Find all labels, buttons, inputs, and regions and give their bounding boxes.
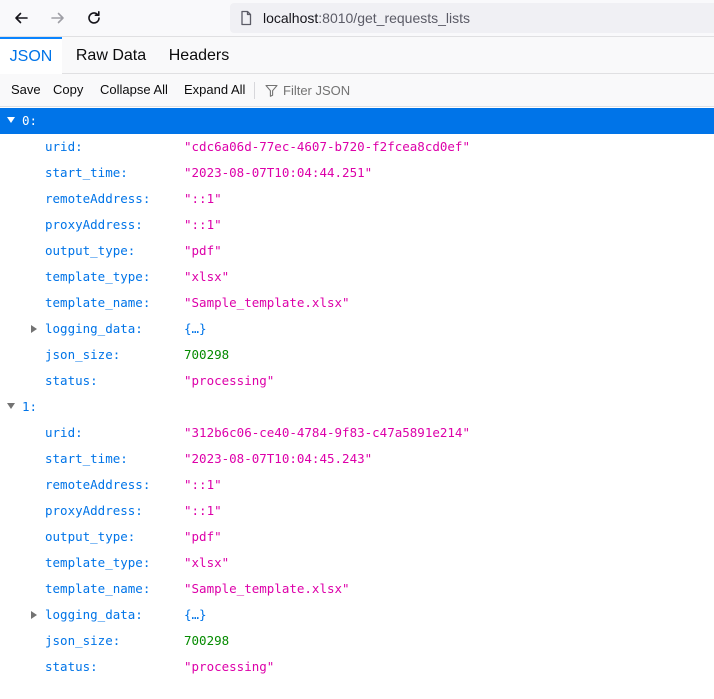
expand-toggle-icon[interactable] [7, 403, 15, 409]
field-value: "pdf" [184, 529, 222, 544]
tree-row-field[interactable]: template_type: "xlsx" [0, 550, 714, 576]
field-value: 700298 [184, 347, 230, 362]
tree-row-field[interactable]: logging_data: {…} [0, 602, 714, 628]
field-key: output_type: [45, 529, 136, 544]
tree-row-field[interactable]: status: "processing" [0, 654, 714, 680]
field-key: remoteAddress: [45, 477, 151, 492]
field-key: logging_data: [45, 607, 143, 622]
save-button[interactable]: Save [11, 82, 41, 97]
field-value: "xlsx" [184, 555, 230, 570]
field-key: proxyAddress: [45, 503, 143, 518]
field-key: output_type: [45, 243, 136, 258]
tree-row-field[interactable]: json_size: 700298 [0, 342, 714, 368]
tree-row-field[interactable]: urid: "312b6c06-ce40-4784-9f83-c47a5891e2… [0, 420, 714, 446]
field-value: "312b6c06-ce40-4784-9f83-c47a5891e214" [184, 425, 470, 440]
tree-row-field[interactable]: start_time: "2023-08-07T10:04:44.251" [0, 160, 714, 186]
arrow-right-icon [51, 12, 64, 24]
tree-row-field[interactable]: logging_data: {…} [0, 316, 714, 342]
field-value: 700298 [184, 633, 230, 648]
field-value: "pdf" [184, 243, 222, 258]
tree-row-field[interactable]: remoteAddress: "::1" [0, 472, 714, 498]
reload-button[interactable] [80, 4, 108, 32]
array-index-label: 0: [22, 113, 38, 128]
field-value: "xlsx" [184, 269, 230, 284]
expand-toggle-icon[interactable] [31, 325, 37, 333]
tree-row-field[interactable]: template_name: "Sample_template.xlsx" [0, 576, 714, 602]
field-key: template_name: [45, 295, 151, 310]
tab-headers[interactable]: Headers [168, 46, 230, 64]
field-value: "::1" [184, 191, 222, 206]
back-button[interactable] [7, 4, 35, 32]
expand-toggle-icon[interactable] [31, 611, 37, 619]
collapse-all-button[interactable]: Collapse All [100, 82, 168, 97]
json-toolbar: Save Copy Collapse All Expand All [0, 74, 714, 107]
tree-row-index[interactable]: 0: [0, 108, 714, 134]
tree-row-field[interactable]: status: "processing" [0, 368, 714, 394]
tree-row-field[interactable]: output_type: "pdf" [0, 524, 714, 550]
copy-button[interactable]: Copy [53, 82, 84, 97]
tab-raw-data[interactable]: Raw Data [75, 46, 147, 64]
tree-row-field[interactable]: remoteAddress: "::1" [0, 186, 714, 212]
array-index-label: 1: [22, 399, 38, 414]
tree-row-field[interactable]: urid: "cdc6a06d-77ec-4607-b720-f2fcea8cd0… [0, 134, 714, 160]
url-host: localhost [263, 10, 319, 26]
tab-json[interactable]: JSON [0, 37, 62, 74]
filter-icon [265, 84, 278, 97]
tree-row-field[interactable]: start_time: "2023-08-07T10:04:45.243" [0, 446, 714, 472]
field-key: urid: [45, 425, 83, 440]
tree-row-field[interactable]: output_type: "pdf" [0, 238, 714, 264]
reload-icon [88, 11, 100, 24]
field-key: start_time: [45, 165, 128, 180]
field-key: start_time: [45, 451, 128, 466]
tree-row-field[interactable]: json_size: 700298 [0, 628, 714, 654]
toolbar-divider [254, 82, 255, 99]
field-key: proxyAddress: [45, 217, 143, 232]
field-key: template_name: [45, 581, 151, 596]
url-text: localhost:8010/get_requests_lists [263, 9, 470, 27]
field-value: "processing" [184, 373, 275, 388]
page-icon [241, 10, 252, 26]
forward-button[interactable] [44, 4, 72, 32]
tree-row-field[interactable]: proxyAddress: "::1" [0, 212, 714, 238]
arrow-left-icon [15, 12, 28, 24]
field-value: "::1" [184, 503, 222, 518]
address-bar[interactable]: localhost:8010/get_requests_lists [230, 3, 714, 33]
json-tree: 0: urid: "cdc6a06d-77ec-4607-b720-f2fcea8c… [0, 107, 714, 699]
url-path: :8010/get_requests_lists [318, 10, 471, 26]
field-key: logging_data: [45, 321, 143, 336]
viewer-tabs: JSON Raw Data Headers [0, 36, 714, 74]
tree-row-index[interactable]: 1: [0, 394, 714, 420]
browser-toolbar: localhost:8010/get_requests_lists [0, 0, 714, 36]
field-value: "::1" [184, 217, 222, 232]
field-value: {…} [184, 321, 207, 336]
field-value: {…} [184, 607, 207, 622]
field-key: template_type: [45, 269, 151, 284]
tree-row-field[interactable]: proxyAddress: "::1" [0, 498, 714, 524]
field-value: "2023-08-07T10:04:45.243" [184, 451, 373, 466]
field-key: urid: [45, 139, 83, 154]
field-value: "::1" [184, 477, 222, 492]
expand-toggle-icon[interactable] [7, 117, 15, 123]
field-value: "Sample_template.xlsx" [184, 581, 350, 596]
field-key: json_size: [45, 347, 121, 362]
field-value: "cdc6a06d-77ec-4607-b720-f2fcea8cd0ef" [184, 139, 470, 154]
field-key: remoteAddress: [45, 191, 151, 206]
field-key: json_size: [45, 633, 121, 648]
field-key: status: [45, 373, 98, 388]
tree-row-field[interactable]: template_name: "Sample_template.xlsx" [0, 290, 714, 316]
field-value: "2023-08-07T10:04:44.251" [184, 165, 373, 180]
field-key: status: [45, 659, 98, 674]
field-value: "processing" [184, 659, 275, 674]
field-value: "Sample_template.xlsx" [184, 295, 350, 310]
tree-row-field[interactable]: template_type: "xlsx" [0, 264, 714, 290]
expand-all-button[interactable]: Expand All [184, 82, 246, 97]
filter-json-input[interactable] [283, 80, 683, 100]
field-key: template_type: [45, 555, 151, 570]
